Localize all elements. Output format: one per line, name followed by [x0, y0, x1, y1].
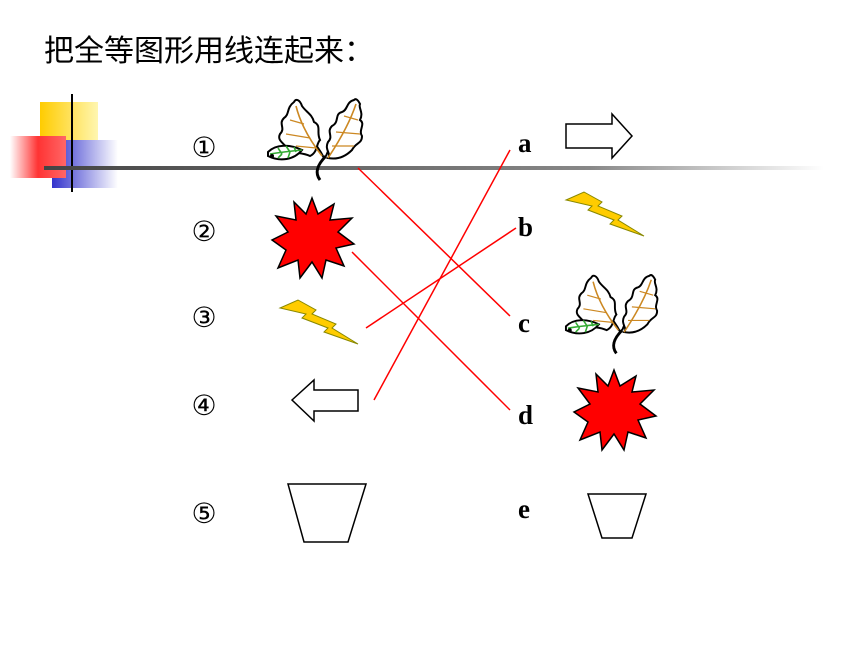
left-label-5: ⑤: [191, 497, 217, 530]
right-arrow-right-icon: [565, 112, 634, 160]
left-lightning-icon: [279, 299, 359, 345]
connector-1-c: [357, 167, 511, 317]
right-lightning-icon: [565, 191, 645, 237]
deco-red-square: [10, 136, 66, 178]
connector-2-d: [351, 251, 511, 411]
left-label-2: ②: [191, 215, 217, 248]
left-arrow-left-icon: [290, 378, 359, 423]
header-rule: [44, 166, 824, 170]
right-trapezoid-icon: [586, 493, 648, 539]
left-trapezoid-icon: [287, 483, 368, 543]
right-label-a: a: [518, 128, 532, 158]
right-label-e: e: [518, 494, 530, 524]
right-label-b: b: [518, 212, 534, 242]
left-label-3: ③: [191, 301, 217, 334]
right-label-c: c: [518, 308, 530, 338]
left-label-1: ①: [191, 131, 217, 164]
right-explosion-icon: [573, 369, 657, 451]
corner-decoration: [10, 94, 118, 192]
left-label-4: ④: [191, 389, 217, 422]
instruction-title: 把全等图形用线连起来：: [44, 34, 374, 69]
connector-4-a: [373, 149, 511, 401]
left-explosion-icon: [271, 197, 355, 279]
right-label-d: d: [518, 400, 534, 430]
left-leaf-icon: [266, 97, 364, 182]
right-leaf-icon: [564, 273, 659, 355]
